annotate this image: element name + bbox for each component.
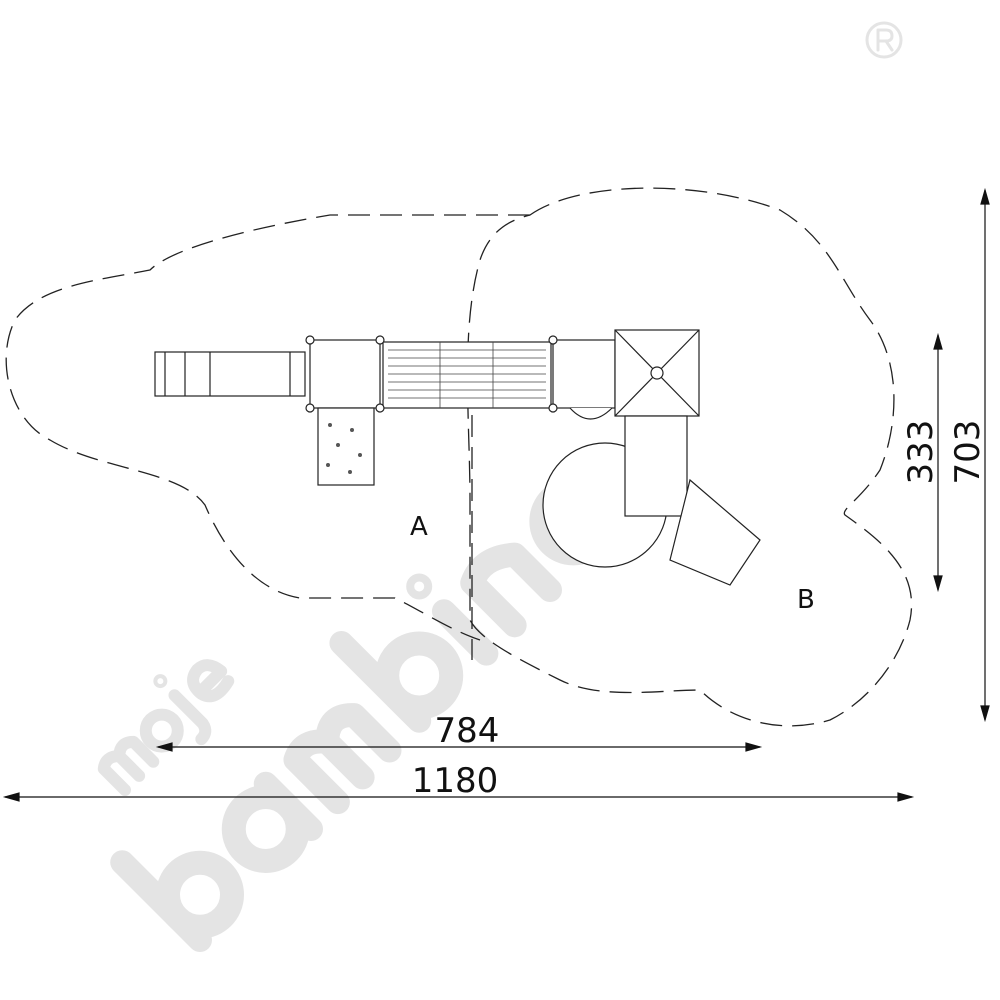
tunnel xyxy=(382,341,552,409)
dimension-784: 784 xyxy=(435,711,500,751)
zone-b-label: B xyxy=(797,585,815,615)
slide-exit xyxy=(669,478,761,586)
platform-1 xyxy=(309,339,381,409)
slide-left xyxy=(154,351,306,397)
safety-zones xyxy=(5,187,913,727)
dimension-333: 333 xyxy=(901,420,941,485)
watermark-logo xyxy=(97,21,903,952)
dimension-1180: 1180 xyxy=(412,761,499,801)
dimension-703: 703 xyxy=(948,420,988,485)
tube-slide xyxy=(624,415,688,517)
zone-a-label: A xyxy=(410,512,428,542)
platform-2 xyxy=(552,339,616,409)
zone-a-outline xyxy=(5,214,530,641)
playground-structure xyxy=(154,329,761,586)
watermark-moje xyxy=(97,659,235,796)
zone-b-outline xyxy=(466,187,913,727)
climbing-wall xyxy=(317,407,375,486)
registered-mark-icon xyxy=(865,21,903,59)
dimension-lines xyxy=(2,187,990,802)
